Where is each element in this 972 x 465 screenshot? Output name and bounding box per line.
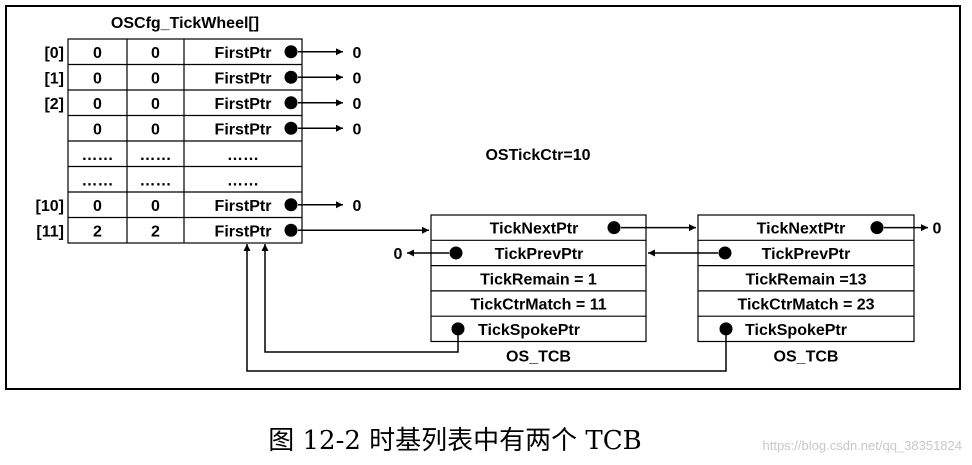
diagram-frame bbox=[5, 5, 961, 390]
row-num-entries-max: 0 bbox=[151, 70, 160, 87]
row-first-ptr: FirstPtr bbox=[215, 223, 272, 240]
tcb-border bbox=[697, 214, 915, 343]
row-index: [1] bbox=[44, 70, 64, 87]
null-target: 0 bbox=[353, 121, 362, 138]
null-target: 0 bbox=[353, 45, 362, 62]
tcb1-spoke-arrow bbox=[261, 244, 459, 353]
row-num-entries-max: 0 bbox=[151, 198, 160, 215]
null-target: 0 bbox=[353, 96, 362, 113]
tick-ctr-match-label: TickCtrMatch = 11 bbox=[470, 297, 606, 314]
tcb1-prev-null-target: 0 bbox=[394, 246, 403, 263]
row-num-entries-max: 2 bbox=[151, 223, 160, 240]
row-num-entries-max: …… bbox=[140, 147, 172, 164]
tick-wheel-row: …… …… …… bbox=[82, 147, 260, 164]
pointer-connections: 00 bbox=[243, 221, 942, 372]
watermark: https://blog.csdn.net/qq_38351824 bbox=[762, 438, 963, 453]
pointer-dot bbox=[284, 198, 298, 212]
tick-wheel-title: OSCfg_TickWheel[] bbox=[111, 15, 259, 32]
row-first-ptr: FirstPtr bbox=[215, 70, 272, 87]
tcb-border bbox=[430, 214, 647, 343]
tick-wheel-row: [0] 0 0 FirstPtr 0 bbox=[44, 45, 361, 62]
row-num-entries: 2 bbox=[93, 223, 102, 240]
row-index: [0] bbox=[44, 45, 64, 62]
row-index: [2] bbox=[44, 96, 64, 113]
pointer-dot bbox=[284, 45, 298, 59]
row-first-ptr: FirstPtr bbox=[215, 198, 272, 215]
pointer-dot bbox=[284, 96, 298, 110]
row-first-ptr: FirstPtr bbox=[215, 96, 272, 113]
tick-ctr-match-label: TickCtrMatch = 23 bbox=[737, 297, 874, 314]
tick-wheel-row: [1] 0 0 FirstPtr 0 bbox=[44, 70, 361, 87]
row-num-entries: 0 bbox=[93, 70, 102, 87]
pointer-dot bbox=[284, 70, 298, 84]
pointer-dot bbox=[284, 223, 298, 237]
row-index: [10] bbox=[36, 198, 64, 215]
row-index: [11] bbox=[36, 223, 64, 240]
row-num-entries: 0 bbox=[93, 121, 102, 138]
tick-remain-label: TickRemain =13 bbox=[745, 271, 866, 288]
row-num-entries-max: 0 bbox=[151, 45, 160, 62]
row-num-entries: 0 bbox=[93, 198, 102, 215]
tcb1-prev-dot bbox=[449, 246, 463, 260]
tcb-type-label: OS_TCB bbox=[774, 349, 839, 366]
tcb2-prev-dot bbox=[718, 246, 732, 260]
tick-next-ptr-label: TickNextPtr bbox=[490, 221, 579, 238]
tick-wheel-row: [2] 0 0 FirstPtr 0 bbox=[44, 96, 361, 113]
row-ellipsis: …… bbox=[227, 172, 259, 189]
tick-prev-ptr-label: TickPrevPtr bbox=[495, 246, 584, 263]
row-num-entries: 0 bbox=[93, 45, 102, 62]
figure-caption: 图 12-2 时基列表中有两个 TCB bbox=[268, 426, 642, 456]
tcb-type-label: OS_TCB bbox=[506, 349, 571, 366]
tick-wheel-row: 0 0 FirstPtr 0 bbox=[93, 121, 362, 138]
tcb2-next-null-target: 0 bbox=[933, 221, 942, 238]
pointer-dot bbox=[284, 121, 298, 135]
tick-prev-ptr-label: TickPrevPtr bbox=[762, 246, 851, 263]
null-target: 0 bbox=[353, 70, 362, 87]
row-num-entries: …… bbox=[82, 147, 114, 164]
tick-counter-label: OSTickCtr=10 bbox=[485, 147, 590, 164]
row-num-entries-max: 0 bbox=[151, 121, 160, 138]
null-target: 0 bbox=[353, 198, 362, 215]
tcb2-next-dot bbox=[870, 221, 884, 235]
tick-next-ptr-label: TickNextPtr bbox=[757, 221, 846, 238]
tick-wheel-row: [11] 2 2 FirstPtr bbox=[36, 223, 298, 240]
tick-spoke-ptr-label: TickSpokePtr bbox=[478, 322, 580, 339]
tick-remain-label: TickRemain = 1 bbox=[480, 271, 597, 288]
tcb2-spoke-arrow bbox=[243, 244, 727, 372]
row-num-entries: …… bbox=[82, 172, 114, 189]
row-num-entries-max: 0 bbox=[151, 96, 160, 113]
row-first-ptr: FirstPtr bbox=[215, 45, 272, 62]
row-num-entries: 0 bbox=[93, 96, 102, 113]
tick-wheel-row: …… …… …… bbox=[82, 172, 260, 189]
row-ellipsis: …… bbox=[227, 147, 259, 164]
tick-spoke-ptr-label: TickSpokePtr bbox=[745, 322, 847, 339]
row-first-ptr: FirstPtr bbox=[215, 121, 272, 138]
tick-wheel-row: [10] 0 0 FirstPtr 0 bbox=[36, 198, 362, 215]
row-num-entries-max: …… bbox=[140, 172, 172, 189]
tcb1-next-dot bbox=[607, 221, 621, 235]
